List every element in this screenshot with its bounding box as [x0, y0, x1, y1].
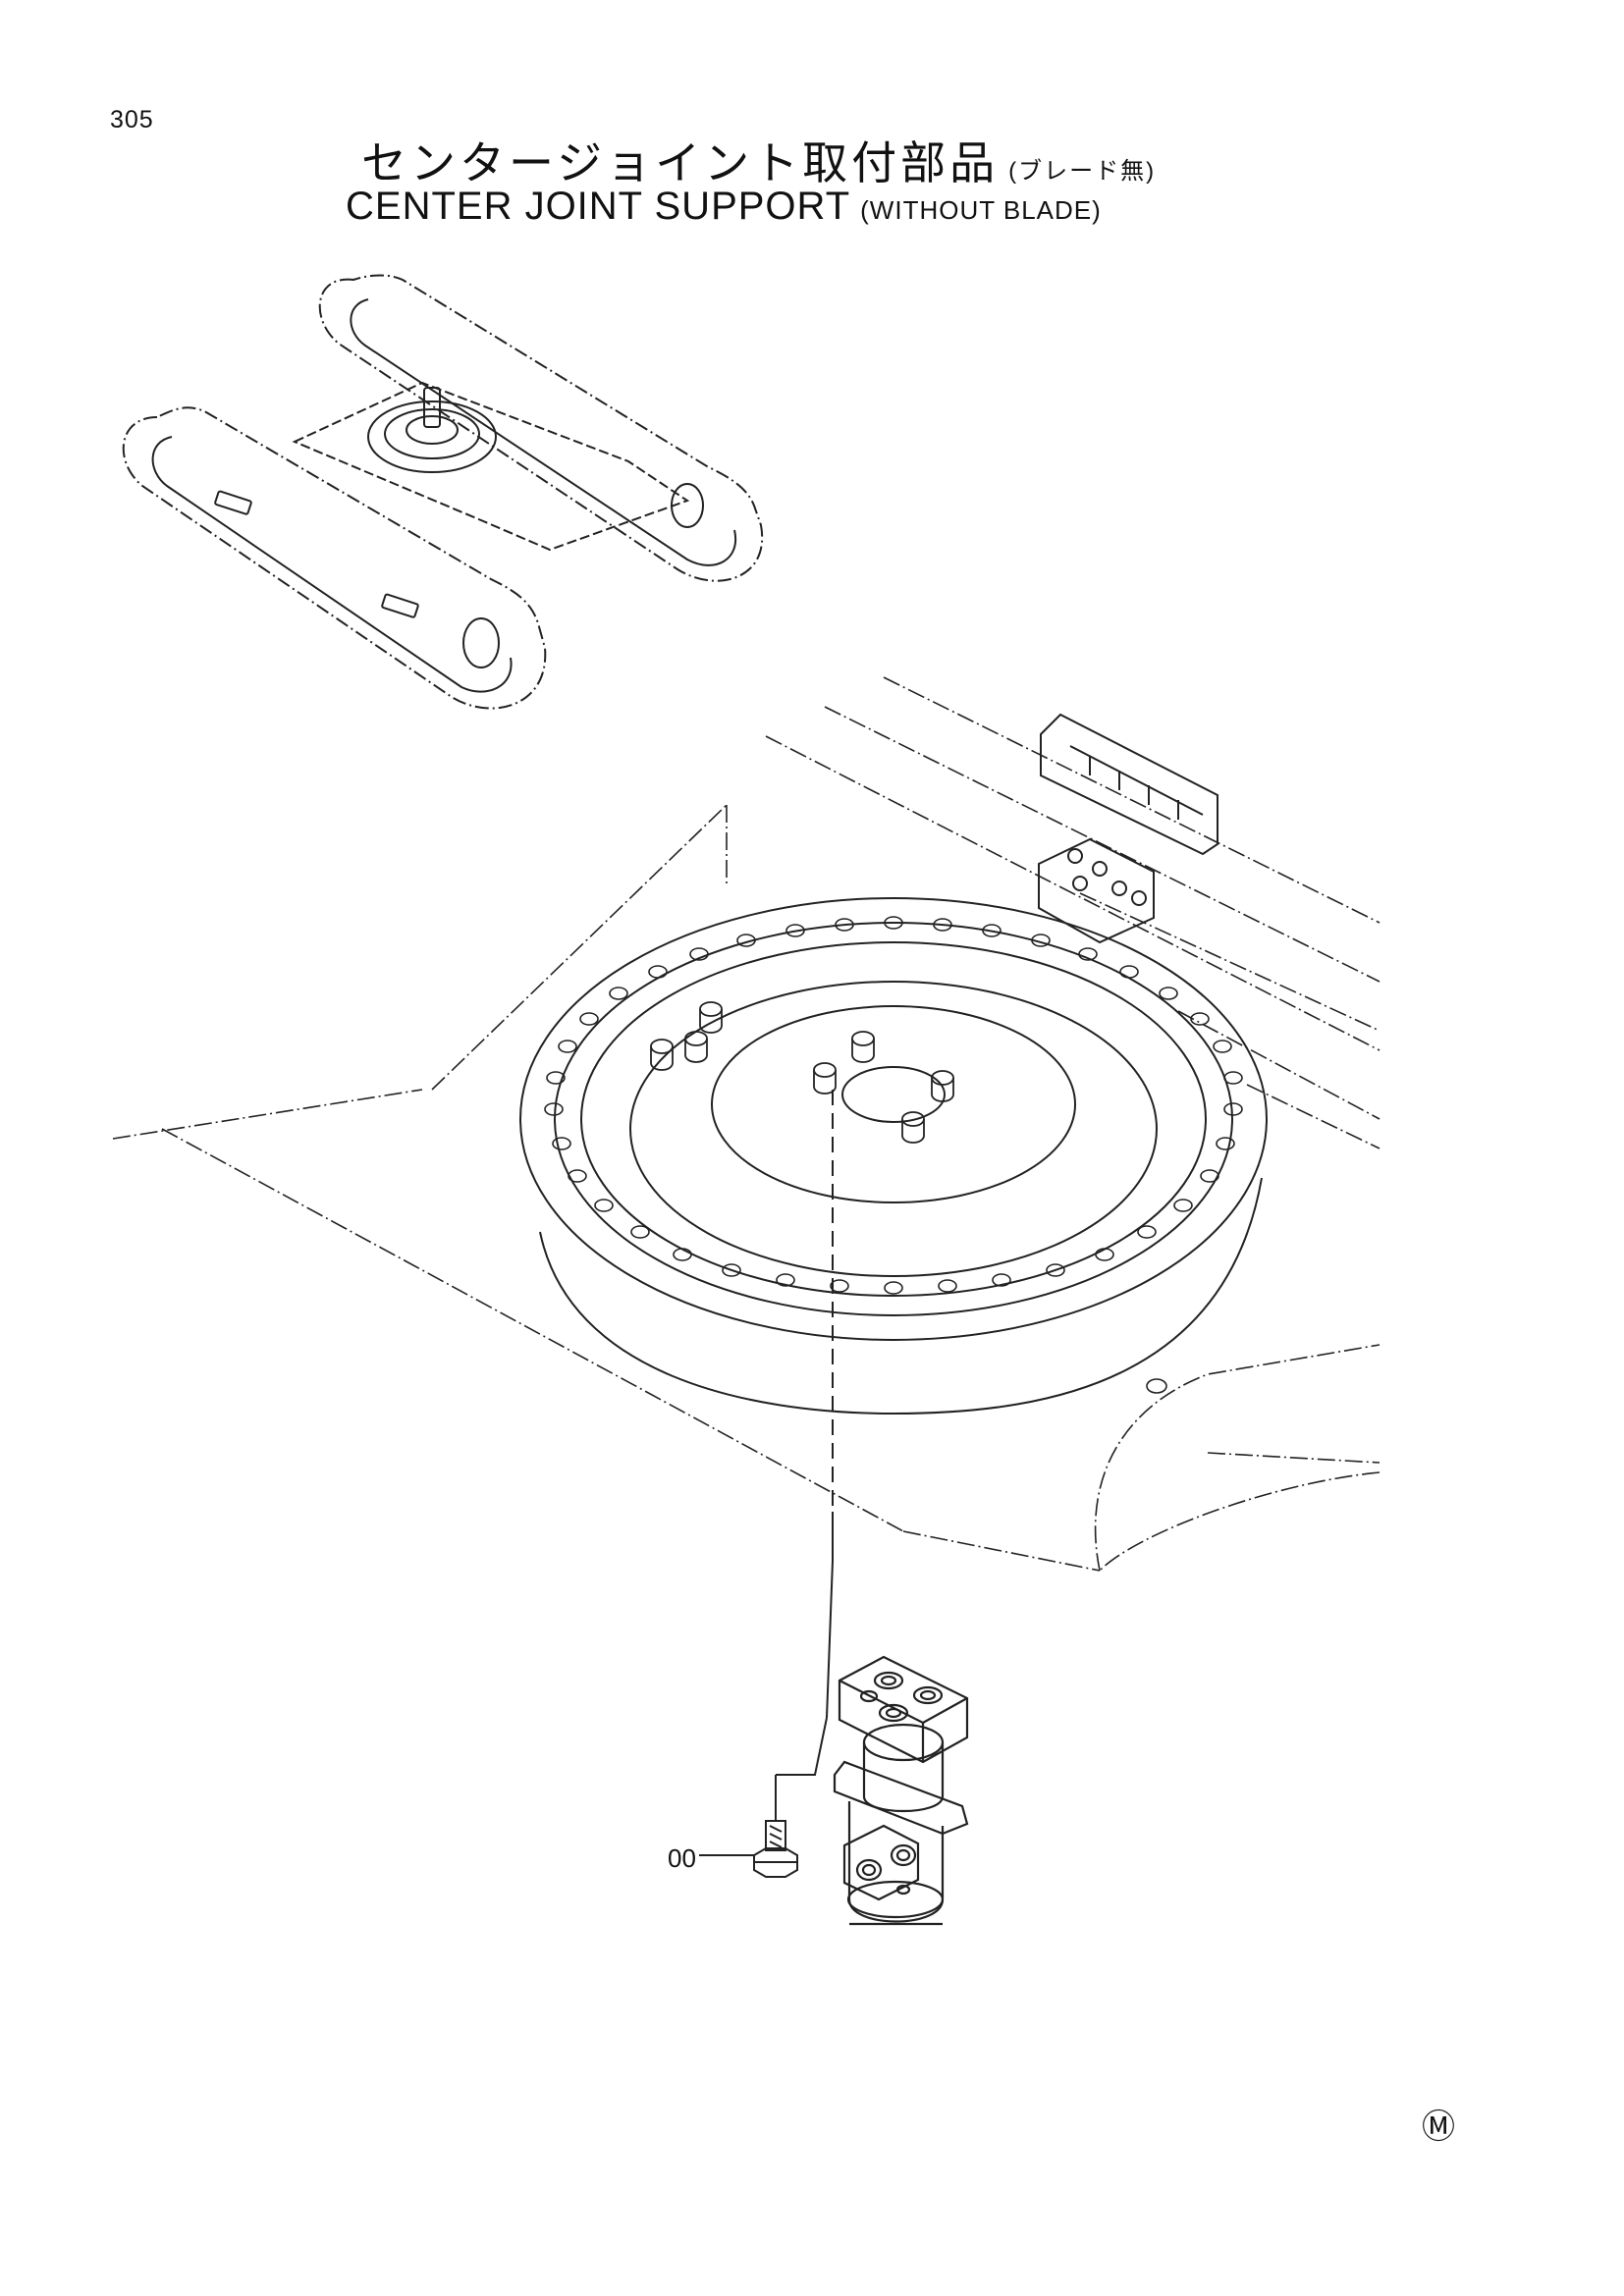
assembly-leader	[776, 1090, 834, 1776]
ring-bolt-circle	[554, 922, 1233, 1316]
right-crawler-track	[318, 274, 764, 582]
left-crawler-track	[122, 406, 547, 710]
center-joint-assembly	[833, 1655, 969, 1926]
mounting-plate	[1038, 837, 1155, 944]
title-english-sub: (WITHOUT BLADE)	[860, 195, 1102, 225]
right-track-inner	[350, 298, 737, 566]
center-joint-thumb	[423, 387, 441, 428]
title-english: CENTER JOINT SUPPORT (WITHOUT BLADE)	[346, 185, 1102, 229]
callout-label: 00	[668, 1843, 696, 1873]
undercarriage-overview	[122, 274, 764, 710]
left-track-inner	[151, 436, 513, 693]
bolt-head	[753, 1847, 798, 1878]
gear-outer	[629, 981, 1158, 1277]
title-japanese-main: センタージョイント取付部品	[361, 137, 1000, 188]
mark-symbol: Ⓜ	[1422, 2109, 1455, 2146]
center-hole	[841, 1066, 946, 1123]
ring-skirt	[539, 1177, 1263, 1415]
ring-outer	[519, 897, 1268, 1341]
ring-bolt-holes	[544, 916, 1243, 1295]
mounting-bolt	[699, 1775, 798, 1878]
page-number: 305	[110, 106, 154, 133]
center-studs	[650, 1001, 954, 1144]
title-english-main: CENTER JOINT SUPPORT	[346, 185, 851, 228]
joint-top-block	[838, 1655, 969, 1764]
title-japanese-sub: (ブレード無)	[1008, 158, 1157, 185]
ring-inner	[580, 941, 1207, 1297]
slewing-ring	[519, 897, 1268, 1415]
center-frame	[292, 381, 690, 552]
gear-inner	[711, 1005, 1076, 1203]
main-frame	[112, 676, 1380, 1572]
frame-lug	[1038, 713, 1218, 944]
slewing-bearing-thumb	[367, 400, 497, 473]
joint-flange	[833, 1760, 969, 1836]
title-japanese: センタージョイント取付部品 (ブレード無)	[361, 128, 1156, 192]
